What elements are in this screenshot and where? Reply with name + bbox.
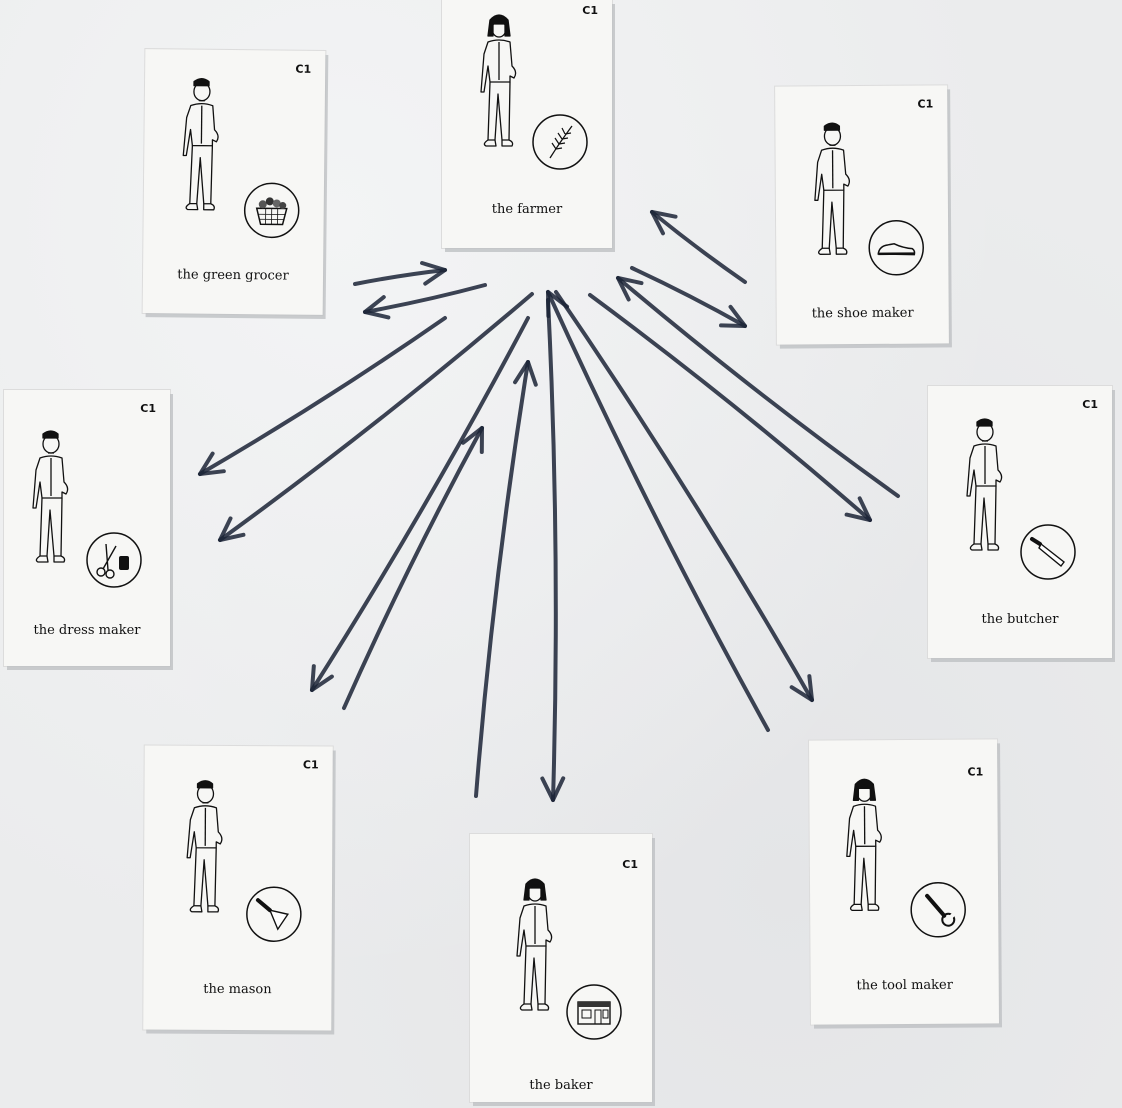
arrow-dress-maker-to-farmer [218, 292, 534, 542]
card-mason: C1 the mason [143, 745, 333, 1031]
wheat-icon [532, 114, 588, 170]
card-green-grocer: C1 the green grocer [142, 49, 326, 315]
card-code: C1 [917, 97, 934, 111]
card-code: C1 [295, 62, 312, 76]
arrow-green-grocer-to-farmer [353, 261, 447, 286]
card-label: the tool maker [856, 977, 953, 994]
card-dress-maker: C1 the dress maker [4, 390, 170, 666]
arrow-farmer-to-mason [310, 316, 530, 692]
card-code: C1 [622, 858, 638, 871]
card-butcher: C1 the butcher [928, 386, 1112, 658]
card-code: C1 [967, 765, 984, 779]
person-figure-icon [32, 430, 69, 563]
card-label: the baker [529, 1078, 593, 1093]
knife-icon [1020, 524, 1076, 580]
person-figure-icon [182, 77, 220, 211]
card-baker: C1 the baker [470, 834, 652, 1102]
arrow-farmer-to-green-grocer [363, 283, 487, 320]
card-label: the mason [203, 981, 272, 998]
scissors-thread-icon [86, 532, 142, 588]
shoe-icon [868, 220, 924, 276]
arrow-farmer-to-baker [540, 298, 566, 802]
trowel-icon [246, 886, 302, 942]
card-tool-maker: C1 the tool maker [809, 739, 999, 1025]
card-label: the shoe maker [811, 305, 914, 322]
card-code: C1 [302, 758, 319, 772]
arrow-farmer-to-dress-maker [198, 316, 447, 476]
card-label: the green grocer [177, 267, 289, 284]
arrow-farmer-to-tool-maker [554, 290, 814, 702]
arrow-farmer-to-shoe-maker [630, 266, 747, 328]
person-figure-icon [845, 778, 883, 912]
card-shoe-maker: C1 the shoe maker [775, 85, 949, 345]
card-label: the farmer [491, 202, 563, 217]
arrow-shoe-maker-to-farmer [650, 210, 747, 284]
arrow-mason-to-farmer [342, 426, 484, 710]
card-label: the dress maker [33, 623, 141, 638]
bakery-shop-icon [566, 984, 622, 1040]
wrench-icon [910, 882, 966, 938]
person-figure-icon [516, 878, 553, 1011]
card-code: C1 [140, 402, 156, 415]
person-figure-icon [480, 14, 517, 147]
card-code: C1 [1082, 398, 1098, 411]
arrow-tool-maker-to-farmer [546, 290, 770, 732]
arrow-baker-to-farmer [474, 360, 538, 798]
vegetable-basket-icon [243, 182, 300, 239]
person-figure-icon [186, 780, 223, 913]
person-figure-icon [813, 122, 851, 255]
card-code: C1 [582, 4, 598, 17]
card-farmer: C1 the farmer [442, 0, 612, 248]
person-figure-icon [966, 418, 1003, 551]
card-label: the butcher [981, 612, 1059, 627]
